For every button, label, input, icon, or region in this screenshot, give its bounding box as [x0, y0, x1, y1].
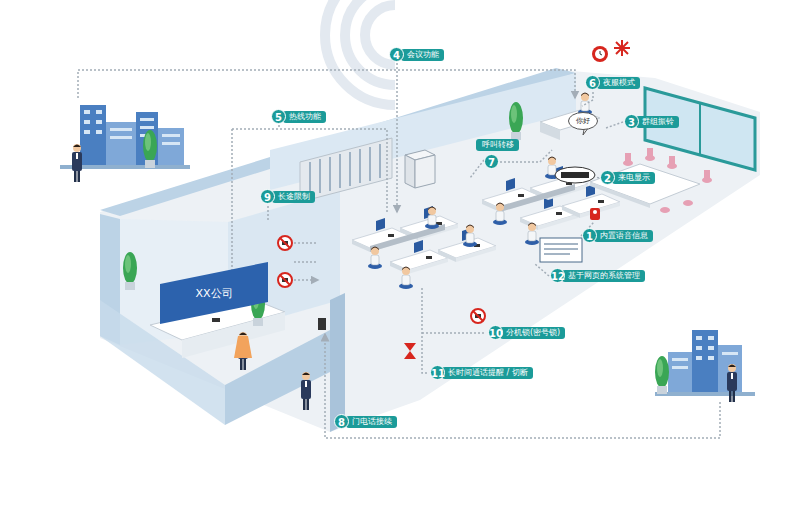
callout-number: 4: [389, 47, 404, 62]
feature-label: 内置语音信息: [594, 230, 653, 242]
feature-label: 会议功能: [401, 49, 444, 61]
feature-label: 夜服模式: [597, 77, 640, 89]
callout-number: 9: [260, 189, 275, 204]
callout-label: 3群组振铃: [624, 114, 679, 129]
callout-label: 10分机锁(密号锁): [488, 325, 565, 340]
speech-bubble: 你好: [568, 112, 598, 130]
callout-label: 5热线功能: [271, 109, 326, 124]
callout-number: 3: [624, 114, 639, 129]
feature-label: 群组振铃: [636, 116, 679, 128]
callout-number: 12: [550, 268, 565, 283]
feature-label: 分机锁(密号锁): [500, 327, 565, 339]
callout-number: 11: [430, 365, 445, 380]
callout-number: 2: [600, 170, 615, 185]
callout-label: 2来电显示: [600, 170, 655, 185]
feature-label: 呼叫转移: [476, 139, 519, 151]
callout-label: 4会议功能: [389, 47, 444, 62]
callout-number: 8: [334, 414, 349, 429]
callout-label: 11长时间通话提醒 / 切断: [430, 365, 533, 380]
callout-number: 10: [488, 325, 503, 340]
feature-label: 长时间通话提醒 / 切断: [442, 367, 533, 379]
company-sign: XX公司: [160, 262, 268, 324]
feature-label: 热线功能: [283, 111, 326, 123]
callout-label: 12基于网页的系统管理: [550, 268, 645, 283]
callout-number: 6: [585, 75, 600, 90]
bubble-outline: [569, 113, 598, 130]
callout-number: 1: [582, 228, 597, 243]
sign-panel: [160, 262, 268, 324]
callout-label: 1内置语音信息: [582, 228, 653, 243]
callout-label: 8门电话接续: [334, 414, 397, 429]
feature-label: 基于网页的系统管理: [562, 270, 645, 282]
bubble-text: 你好: [576, 116, 590, 126]
callout-label: 9长途限制: [260, 189, 315, 204]
feature-label: 来电显示: [612, 172, 655, 184]
feature-label: 门电话接续: [346, 416, 397, 428]
callout-label: 6夜服模式: [585, 75, 640, 90]
feature-label: 长途限制: [272, 191, 315, 203]
sign-text: XX公司: [195, 286, 232, 301]
callout-number: 5: [271, 109, 286, 124]
callout-number: 7: [484, 154, 499, 169]
callout-label: 7 呼叫转移: [476, 139, 519, 169]
